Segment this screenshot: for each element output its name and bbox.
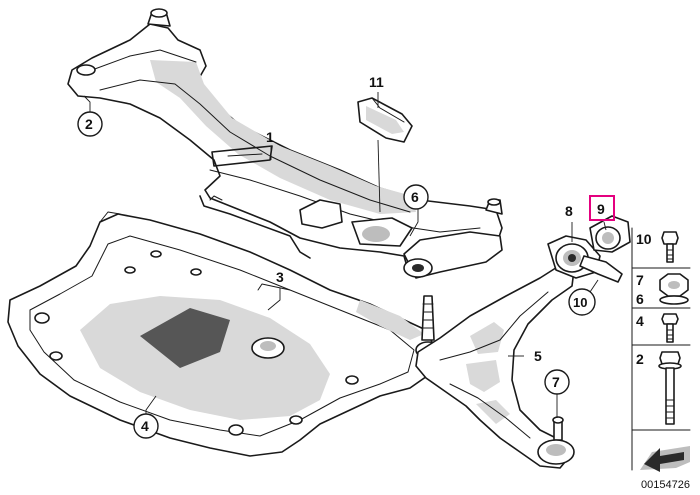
callout-2: 2 [85, 116, 93, 132]
bolt-icon-10 [661, 231, 679, 263]
callout-9: 9 [597, 201, 605, 217]
callout-6: 6 [411, 189, 419, 205]
callout-2-circle [77, 111, 103, 137]
legend-item-10: 10 [636, 231, 652, 247]
legend-item-4: 4 [636, 313, 644, 329]
callout-10-circle [568, 288, 596, 316]
legend-item-7: 7 [636, 272, 644, 288]
fastener-legend: 10 7 6 4 2 [631, 227, 691, 472]
callout-8: 8 [565, 203, 573, 219]
callout-labels: 1 2 3 4 5 6 7 8 9 10 11 [77, 74, 615, 439]
bracket-part-11-drawing [357, 97, 413, 143]
front-axle-carrier-drawing [67, 8, 503, 279]
control-arm-drawing [415, 263, 575, 469]
legend-item-6: 6 [636, 291, 644, 307]
bracket-part-9-drawing [579, 215, 631, 283]
callout-4-circle [133, 413, 159, 439]
legend-item-2: 2 [636, 351, 644, 367]
nut-icon [659, 273, 689, 305]
callout-7: 7 [552, 374, 560, 390]
reinforcement-plate-drawing [7, 211, 437, 457]
callout-4: 4 [141, 418, 149, 434]
callout-10: 10 [573, 295, 587, 310]
bolt-icon-4 [661, 313, 679, 343]
long-bolt-icon [658, 351, 682, 425]
orientation-arrow-icon [640, 446, 690, 472]
callout-5: 5 [534, 348, 542, 364]
callout-9-highlight [589, 195, 615, 221]
callout-1: 1 [266, 129, 274, 145]
callout-6-circle [403, 184, 429, 210]
callout-11: 11 [369, 74, 384, 90]
callout-7-circle [544, 369, 570, 395]
plate-holes [34, 250, 359, 436]
diagram-code: 00154726 [641, 479, 690, 491]
callout-3: 3 [276, 269, 284, 285]
